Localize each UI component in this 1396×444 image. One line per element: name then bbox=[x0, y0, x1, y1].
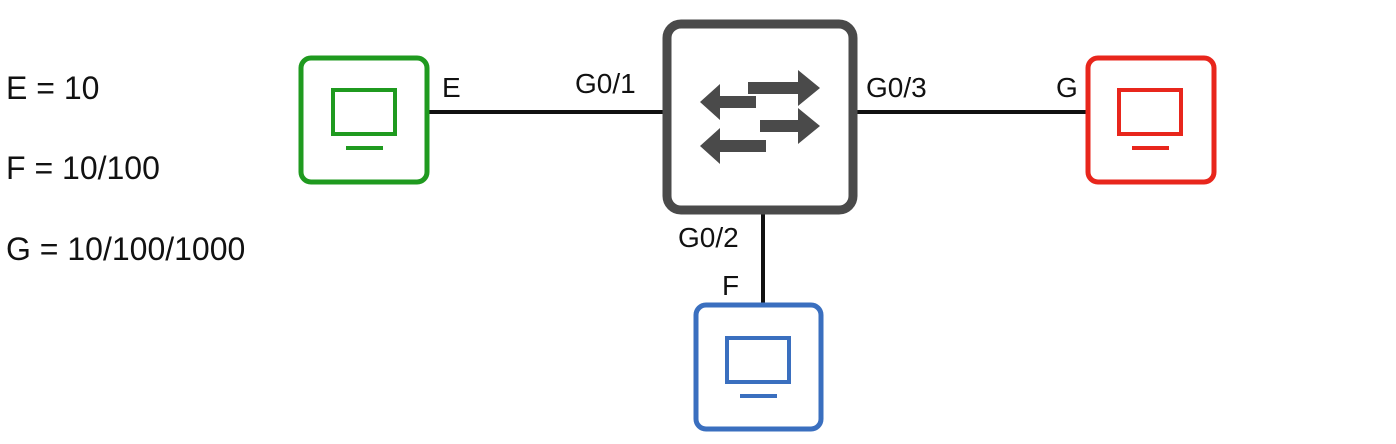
monitor-icon bbox=[725, 336, 791, 398]
switch-box bbox=[662, 19, 858, 215]
legend-g: G = 10/100/1000 bbox=[6, 231, 246, 267]
host-f-port-label: F bbox=[722, 270, 740, 301]
host-e-port-label: E bbox=[442, 72, 461, 103]
switch-arrows-icon bbox=[700, 70, 820, 164]
monitor-icon bbox=[1117, 88, 1183, 150]
host-g bbox=[1085, 55, 1217, 185]
host-f-box bbox=[693, 302, 824, 432]
host-f bbox=[693, 302, 824, 432]
host-e bbox=[298, 55, 430, 185]
switch-port-g03-label: G0/3 bbox=[866, 72, 927, 103]
legend-f: F = 10/100 bbox=[6, 150, 160, 186]
switch-node bbox=[662, 19, 858, 215]
switch-port-g01-label: G0/1 bbox=[575, 68, 636, 99]
host-g-box bbox=[1085, 55, 1217, 185]
host-e-box bbox=[298, 55, 430, 185]
switch-port-g02-label: G0/2 bbox=[678, 222, 739, 253]
monitor-icon bbox=[331, 88, 397, 150]
host-g-port-label: G bbox=[1056, 72, 1078, 103]
legend-e: E = 10 bbox=[6, 70, 100, 106]
